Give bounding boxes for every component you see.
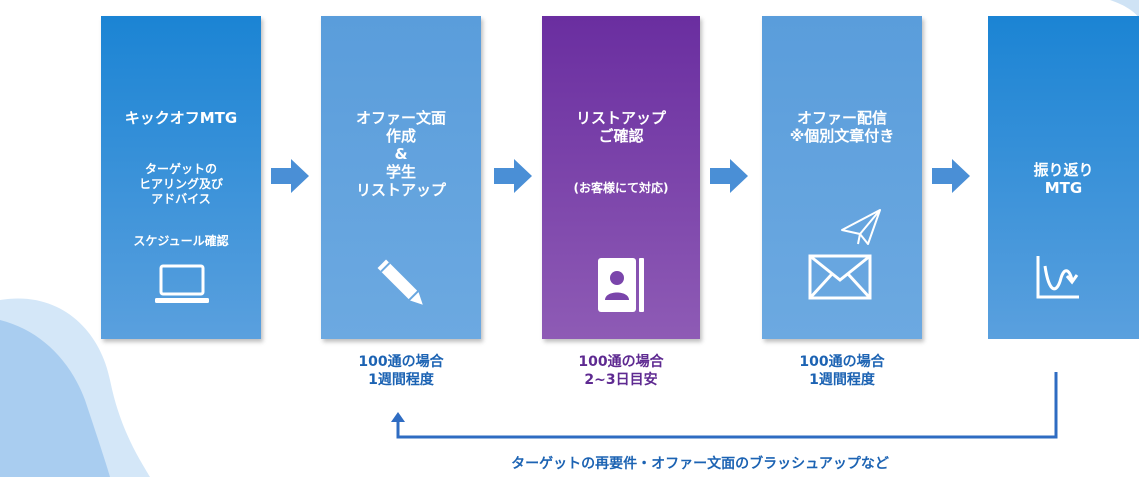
flow-arrow [710, 159, 748, 193]
laptop-icon [155, 264, 209, 303]
step-subtitle: スケジュール確認 [133, 234, 229, 248]
step-title: リストアップ ご確認 [575, 109, 666, 145]
flow-arrow [932, 159, 970, 193]
chart-graph-icon [1036, 256, 1079, 299]
duration-note: 100通の場合 2~3日目安 [578, 354, 664, 388]
step-subtitle: (お客様にて対応) [573, 181, 669, 195]
step-kickoff: キックオフMTG ターゲットの ヒアリング及び アドバイス スケジュール確認 [101, 16, 261, 339]
duration-note: 100通の場合 1週間程度 [799, 354, 885, 388]
step-title: キックオフMTG [124, 109, 238, 127]
envelope-icon [808, 254, 872, 300]
flow-arrow [494, 159, 532, 193]
step-list-review: リストアップ ご確認 (お客様にて対応) [542, 16, 700, 339]
step-offer-delivery: オファー配信 ※個別文章付き [762, 16, 922, 339]
duration-note: 100通の場合 1週間程度 [358, 354, 444, 388]
step-title: オファー配信 ※個別文章付き [789, 109, 895, 145]
step-title: オファー文面 作成 & 学生 リストアップ [355, 109, 446, 199]
address-book-icon [598, 258, 644, 312]
flow-arrow [271, 159, 309, 193]
pencil-icon [377, 259, 423, 305]
step-subtitle: ターゲットの ヒアリング及び アドバイス [138, 162, 223, 206]
feedback-label: ターゲットの再要件・オファー文面のブラッシュアップなど [511, 456, 889, 472]
paper-plane-icon [841, 209, 881, 245]
step-offer-draft: オファー文面 作成 & 学生 リストアップ [321, 16, 481, 339]
step-review-mtg: 振り返り MTG [988, 16, 1139, 339]
step-title: 振り返り MTG [1033, 161, 1094, 197]
